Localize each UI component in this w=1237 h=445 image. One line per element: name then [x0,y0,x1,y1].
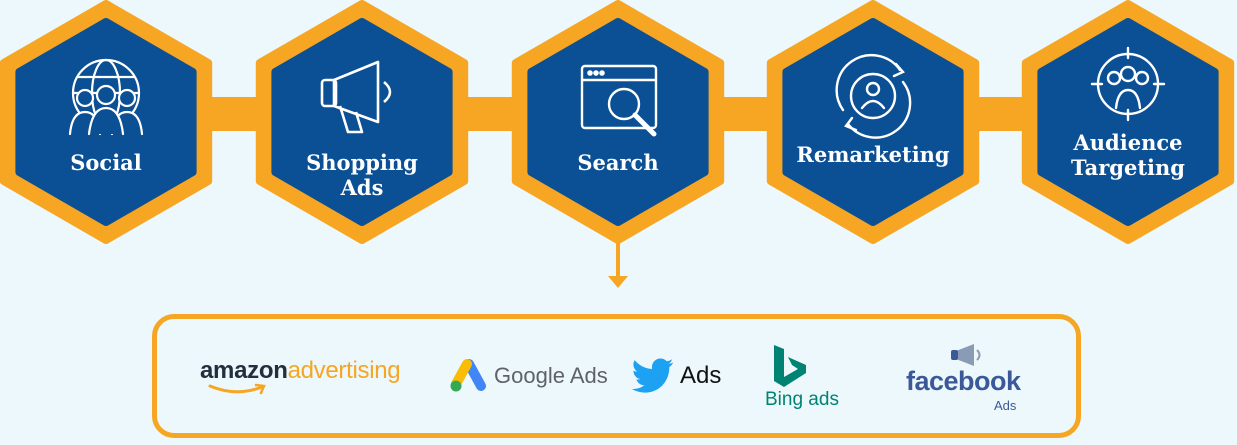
bing-ads-label: Bing ads [765,389,839,410]
down-arrow-head [608,276,628,288]
browser-search-icon [580,64,658,137]
google-ads-label: Google Ads [494,363,608,388]
user-cycle-icon [835,53,912,139]
facebook-label: facebook [906,366,1021,396]
facebook-ads-sublabel: Ads [994,398,1017,413]
google-ads-icon [450,359,486,392]
step-label-3: Search [577,150,659,175]
megaphone-icon [951,344,981,366]
step-label-4: Remarketing [796,142,950,167]
globe-people-icon [68,58,144,136]
megaphone-icon [320,60,392,134]
hexagon-3 [527,18,709,226]
amazon-text: amazon [200,357,288,384]
step-label-2: Shopping Ads [306,150,418,200]
twitter-ads-label: Ads [680,362,722,389]
hexagon-2 [271,18,453,226]
hexagon-4 [782,18,964,226]
bing-ads-logo: Bing ads [764,343,844,410]
hexagon-5 [1037,18,1219,226]
google-ads-logo: Google Ads [448,358,608,394]
step-label-1: Social [70,150,142,175]
twitter-bird-icon [632,358,674,393]
amazon-advertising-logo: amazonadvertising [200,357,401,395]
amazon-smile-icon [208,383,266,395]
platforms-panel [152,314,1081,438]
bing-icon [774,345,806,387]
target-group-icon [1090,46,1166,122]
advertising-text: advertising [287,357,401,384]
twitter-ads-logo: Ads [632,358,721,394]
step-label-5: Audience Targeting [1071,130,1185,180]
